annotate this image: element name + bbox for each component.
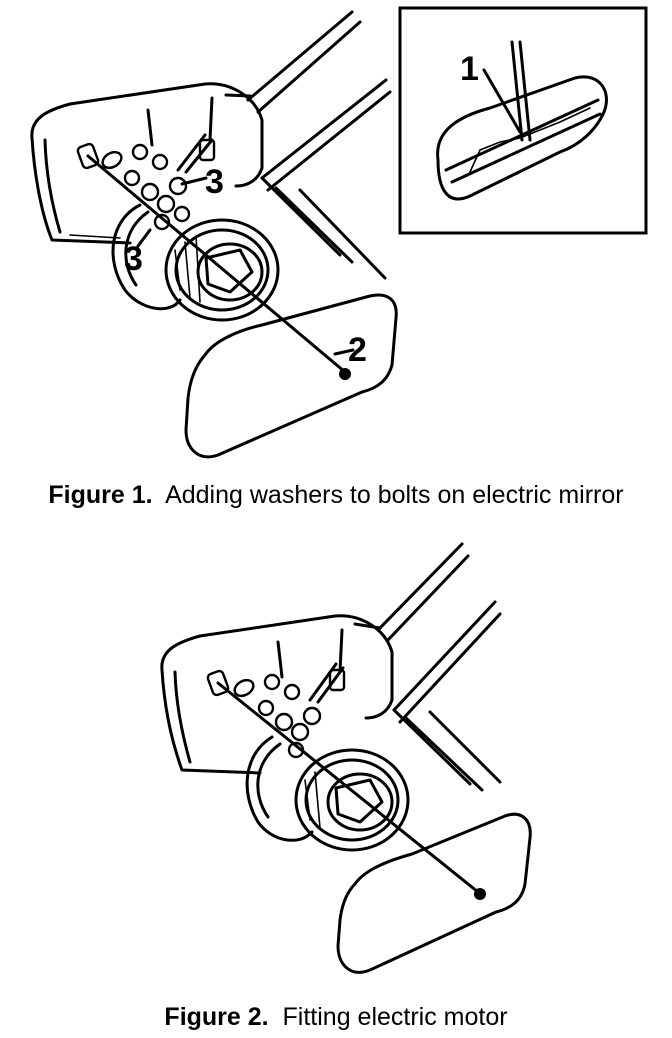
figure-1-caption: Figure 1. Adding washers to bolts on ele…	[0, 480, 672, 510]
figure-2-caption-number: Figure 2.	[164, 1003, 269, 1031]
electric-motor-1	[164, 218, 280, 322]
callout-3b: 3	[124, 240, 143, 278]
mirror-glass-1	[184, 293, 398, 459]
leader-3b	[136, 228, 152, 248]
mirror-glass-2	[336, 812, 532, 974]
door-frame-1	[224, 10, 392, 280]
bolt-head-2	[474, 888, 486, 900]
figure-1-caption-number: Figure 1.	[48, 481, 153, 509]
mirror-housing-1	[30, 82, 264, 245]
callout-3a: 3	[205, 163, 224, 201]
inset-1	[398, 6, 648, 235]
figure-1: 1 2 3 3	[0, 0, 672, 470]
leader-3a	[180, 176, 208, 186]
leader-2	[333, 348, 355, 356]
bolt-line-1	[86, 154, 347, 374]
bolt-head-1	[339, 368, 351, 380]
figure-2-caption-text: Fitting electric motor	[282, 1003, 508, 1031]
callout-1: 1	[460, 50, 479, 88]
figure-1-drawing	[30, 6, 648, 459]
mirror-housing-2	[160, 614, 394, 775]
figure-1-caption-text: Adding washers to bolts on electric mirr…	[165, 481, 624, 509]
figure-2-drawing	[160, 542, 532, 974]
callout-2: 2	[348, 331, 367, 369]
door-frame-2	[353, 542, 502, 792]
electric-motor-2	[294, 748, 410, 852]
figure-2-caption: Figure 2. Fitting electric motor	[0, 1002, 672, 1032]
figure-2	[0, 532, 672, 992]
mirror-internals-1	[76, 133, 216, 311]
bolt-line-2	[216, 681, 480, 894]
